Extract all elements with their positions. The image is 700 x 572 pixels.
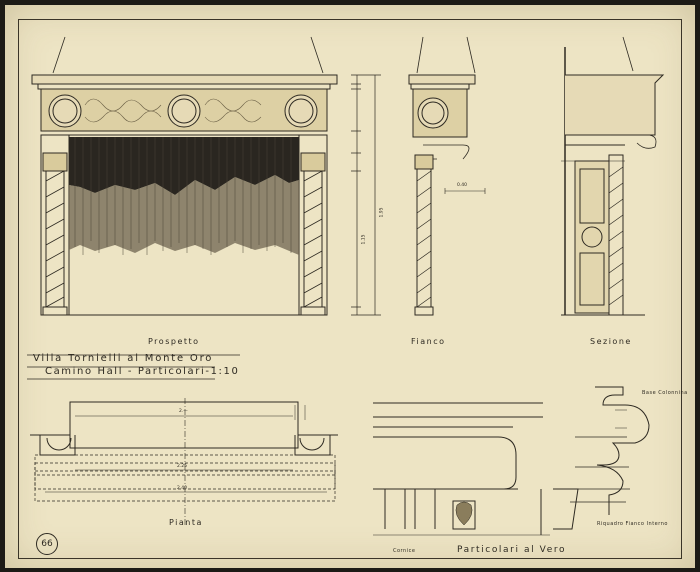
side-dimension: 0.40	[457, 183, 468, 188]
base-detail-label: Base Colonnina	[642, 390, 688, 396]
plan-dimension-mid: 2.25	[177, 464, 188, 469]
plan-view	[30, 398, 338, 525]
section-view	[561, 36, 665, 316]
details-view	[373, 386, 650, 536]
section-label: Sezione	[590, 337, 632, 346]
plan-dimension-bottom: 2.40	[177, 486, 188, 491]
drawing-title: Villa Tornielli al Monte Oro	[33, 353, 214, 364]
plan-label: Pianta	[169, 518, 203, 527]
side-label: Fianco	[411, 337, 446, 346]
drawing-subtitle: Camino Hall - Particolari-1:10	[45, 366, 240, 377]
height-dimension-total: 1.95	[379, 207, 385, 218]
height-dimension-lower: 1.15	[361, 234, 367, 245]
side-elevation	[408, 36, 486, 316]
technical-drawing	[27, 36, 665, 536]
details-label: Particolari al Vero	[457, 545, 567, 555]
drawing-border	[18, 19, 682, 559]
drawing-sheet: Prospetto Fianco Sezione Villa Tornielli…	[5, 5, 695, 568]
front-elevation	[31, 36, 381, 316]
cornice-detail-label: Cornice	[393, 548, 416, 554]
elevation-label: Prospetto	[148, 337, 200, 346]
plan-dimension-top: 2.—	[179, 409, 188, 414]
sheet-number: 66	[36, 533, 58, 555]
plinth-detail-label: Riquadro Fianco Interno	[597, 521, 668, 527]
